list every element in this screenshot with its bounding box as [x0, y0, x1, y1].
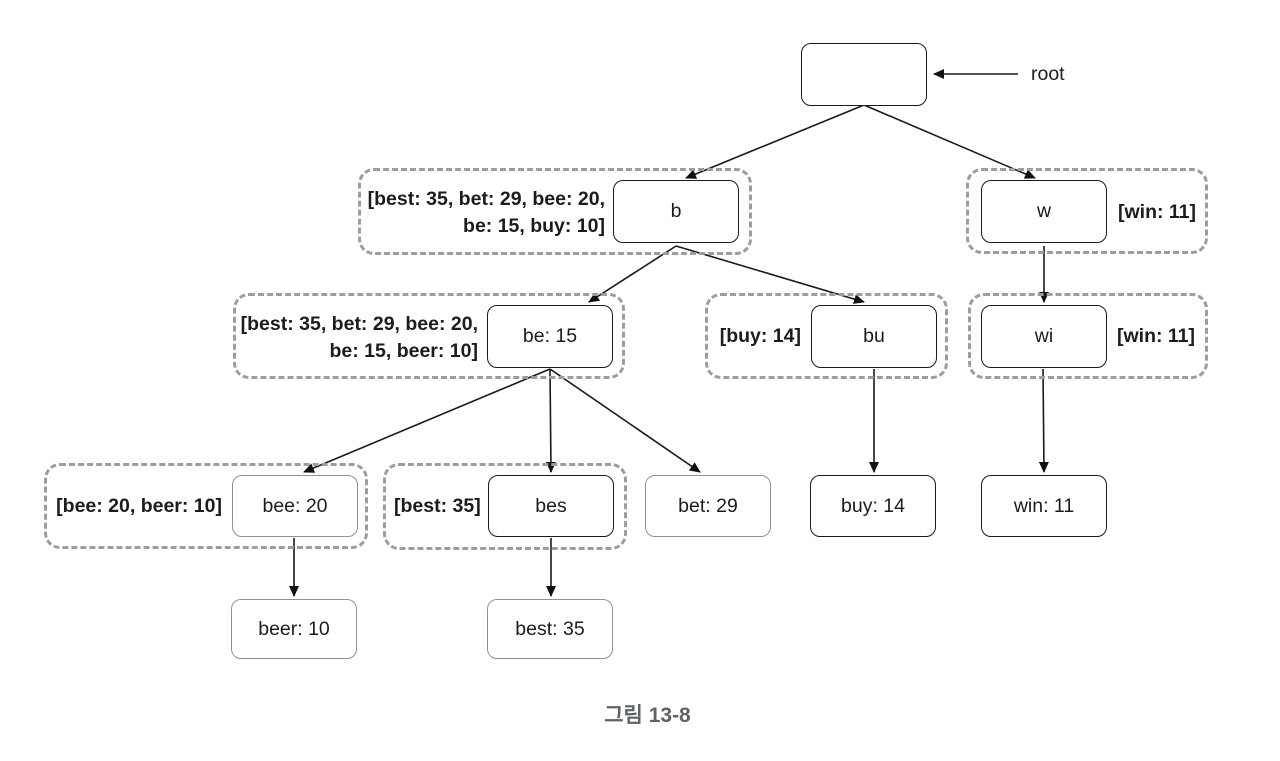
- annotation-w-line1: [win: 11]: [1118, 201, 1197, 223]
- annotation-box-b: [358, 168, 752, 255]
- annotation-wi-line1: [win: 11]: [1117, 325, 1196, 347]
- node-bes-label: bes: [535, 494, 567, 517]
- node-win: win: 11: [981, 475, 1107, 537]
- node-win-label: win: 11: [1013, 494, 1075, 517]
- node-best: best: 35: [487, 599, 613, 659]
- annotation-box-bee: [44, 463, 368, 549]
- node-bet: bet: 29: [645, 475, 771, 537]
- annotation-b-line2: be: 15, buy: 10]: [463, 215, 605, 237]
- node-bet-label: bet: 29: [678, 494, 738, 517]
- annotation-bes: [best: 35]: [394, 493, 481, 520]
- node-beer: beer: 10: [231, 599, 357, 659]
- node-bee-label: bee: 20: [262, 494, 328, 517]
- edge-b-bu: [675, 245, 865, 304]
- annotation-b: [best: 35, bet: 29, bee: 20, be: 15, buy…: [360, 186, 605, 240]
- node-be-label: be: 15: [522, 325, 578, 347]
- figure-caption: 그림 13-8: [604, 704, 691, 727]
- annotation-bes-line1: [best: 35]: [394, 495, 481, 517]
- edge-be-bee: [303, 368, 551, 473]
- node-bu-label: bu: [863, 325, 885, 347]
- annotation-be: [best: 35, bet: 29, bee: 20, be: 15, bee…: [236, 311, 478, 365]
- annotation-box-bu: [705, 293, 948, 379]
- annotation-bu-line1: [buy: 14]: [719, 325, 801, 347]
- root-pointer-label: root: [1031, 63, 1065, 85]
- node-w-label: w: [1036, 200, 1052, 222]
- annotation-w: [win: 11]: [1118, 199, 1196, 226]
- node-buy-label: buy: 14: [841, 494, 905, 517]
- edge-root-w: [863, 104, 1036, 179]
- node-be: be: 15: [487, 305, 613, 368]
- node-bee: bee: 20: [232, 475, 358, 537]
- node-wi: wi: [981, 305, 1107, 368]
- annotation-box-wi: [968, 293, 1208, 379]
- node-buy: buy: 14: [810, 475, 936, 537]
- annotation-b-line1: [best: 35, bet: 29, bee: 20,: [367, 188, 605, 210]
- annotation-bee: [bee: 20, beer: 10]: [50, 493, 222, 520]
- node-bes: bes: [488, 475, 614, 537]
- edge-b-be: [588, 245, 677, 303]
- node-b-label: b: [670, 200, 682, 222]
- edge-be-bet: [549, 368, 701, 473]
- edge-wi-win: [1038, 368, 1049, 473]
- node-bu: bu: [811, 305, 937, 368]
- annotation-box-bes: [383, 463, 627, 550]
- node-b: b: [613, 180, 739, 243]
- annotation-wi: [win: 11]: [1117, 323, 1195, 350]
- node-wi-label: wi: [1034, 325, 1054, 347]
- node-beer-label: beer: 10: [258, 617, 330, 640]
- annotation-be-line1: [best: 35, bet: 29, bee: 20,: [240, 313, 478, 335]
- annotation-bee-line1: [bee: 20, beer: 10]: [56, 495, 222, 517]
- annotation-box-be: [233, 293, 625, 379]
- node-w: w: [981, 180, 1107, 243]
- annotation-box-w: [966, 168, 1208, 254]
- node-best-label: best: 35: [515, 617, 585, 640]
- edge-root-b: [685, 104, 865, 179]
- annotation-bu: [buy: 14]: [705, 323, 801, 350]
- annotation-be-line2: be: 15, beer: 10]: [329, 340, 478, 362]
- edge-be-bes: [545, 368, 556, 473]
- node-root: [801, 43, 927, 106]
